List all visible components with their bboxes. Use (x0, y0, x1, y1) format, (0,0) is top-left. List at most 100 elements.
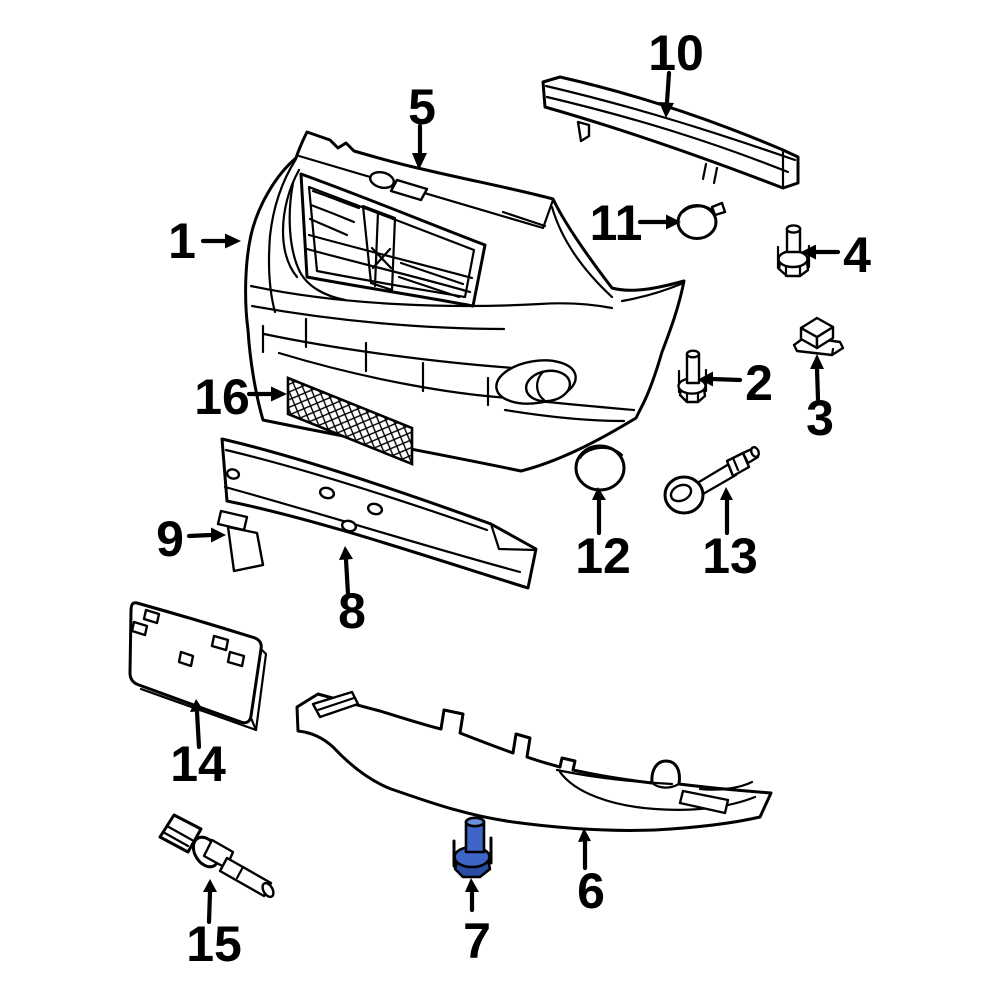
grille-slat-1 (311, 189, 361, 210)
callout-5: 5 (408, 79, 436, 170)
callout-16-arrowhead (271, 386, 287, 402)
callout-11-number[interactable]: 11 (590, 195, 643, 251)
callout-4-number[interactable]: 4 (843, 227, 871, 283)
absorber-top-fold (224, 448, 489, 532)
callout-11-arrowhead (666, 214, 681, 230)
cap-body (574, 444, 626, 492)
callout-3-arrowhead (810, 354, 824, 369)
grille-slat-4 (399, 261, 465, 286)
callout-4-arrowhead (801, 244, 816, 260)
absorber-end-step (489, 522, 538, 552)
impact-bar-fold-2 (545, 95, 790, 174)
callout-2-number[interactable]: 2 (745, 355, 773, 411)
plate-bracket-tab-1 (130, 620, 149, 637)
tow-hook-ring-hole (669, 483, 693, 503)
bolt4-flange (777, 249, 809, 269)
callout-8-number[interactable]: 8 (338, 583, 366, 639)
callout-5-arrowhead (412, 153, 427, 170)
grille-crossbar-top (307, 233, 474, 280)
part-mesh-grille-insert[interactable] (286, 376, 414, 466)
callout-8-arrow-line (343, 557, 351, 597)
sensor-probe-step (235, 865, 245, 880)
part-bracket[interactable] (216, 509, 265, 573)
callout-15-number[interactable]: 15 (186, 916, 242, 972)
callout-1-number[interactable]: 1 (168, 213, 196, 269)
part-tow-hook[interactable] (663, 446, 761, 515)
grille-opening-frame (299, 172, 487, 308)
callout-6-arrowhead (578, 828, 591, 842)
bolt2-shaft-top (685, 349, 701, 359)
callout-16: 16 (194, 369, 287, 425)
impact-bar-notch-2 (712, 166, 719, 185)
part-grille[interactable] (297, 154, 555, 308)
callout-12-arrowhead (592, 487, 606, 500)
callout-10: 10 (648, 25, 704, 118)
clip-dome-line (681, 205, 715, 214)
callout-12-number[interactable]: 12 (575, 528, 631, 584)
part-square-nut[interactable] (792, 316, 845, 357)
fog-lamp-divider-arc (536, 370, 546, 402)
part-front-bumper-cover[interactable] (244, 130, 686, 473)
callout-10-number[interactable]: 10 (648, 25, 704, 81)
callout-2: 2 (699, 355, 773, 411)
callout-7-number[interactable]: 7 (463, 913, 491, 969)
tow-hook-shaft-bottom (701, 473, 738, 496)
callout-15-arrowhead (203, 879, 217, 892)
part-bolt-2[interactable] (677, 349, 708, 404)
mesh-panel (286, 376, 414, 466)
corner-fin-fold (620, 282, 683, 303)
part-temperature-sensor[interactable] (158, 813, 276, 899)
callout-6: 6 (577, 828, 605, 919)
fascia-band-line-1 (250, 304, 506, 331)
bolt4-shaft-top (785, 224, 802, 234)
fascia-band-line-3 (277, 351, 636, 412)
valance-outline (295, 692, 773, 832)
part-lower-valance[interactable] (295, 690, 773, 832)
sensor-connector-rib-1 (165, 824, 194, 842)
callout-5-number[interactable]: 5 (408, 79, 436, 135)
grille-cross-diagonal-2 (371, 247, 392, 270)
tow-hook-shaft-top (697, 462, 731, 484)
sensor-probe-tip (261, 881, 275, 899)
nut-plate-fold (830, 347, 835, 357)
callout-2-arrowhead (699, 371, 713, 387)
part-upper-impact-bar[interactable] (541, 75, 800, 190)
crease-under-grille (249, 284, 614, 310)
bracket-lower-plate (226, 525, 265, 573)
callout-3: 3 (806, 354, 834, 446)
callout-9-number[interactable]: 9 (156, 511, 184, 567)
part-bolt-highlighted[interactable] (452, 816, 493, 879)
callout-16-number[interactable]: 16 (194, 369, 250, 425)
fog-lamp-opening (495, 359, 577, 405)
grille-slat-3 (308, 217, 349, 237)
absorber-hole-2 (318, 486, 336, 500)
callout-15: 15 (186, 879, 242, 972)
grille-slat-2 (309, 203, 356, 224)
callout-9-arrow-line (186, 532, 214, 539)
absorber-hole-1 (225, 468, 241, 480)
lower-edge-double-line (503, 408, 626, 423)
callout-1-arrowhead (225, 233, 241, 249)
sensor-probe (218, 856, 273, 898)
callout-13-number[interactable]: 13 (702, 528, 758, 584)
callout-15-arrow-line (206, 889, 213, 925)
callout-14-arrow-line (194, 709, 202, 750)
callout-6-number[interactable]: 6 (577, 863, 605, 919)
absorber-hole-4 (340, 519, 358, 533)
callout-3-number[interactable]: 3 (806, 390, 834, 446)
impact-bar-tab (576, 120, 591, 143)
callout-9-arrowhead (211, 527, 226, 543)
part-lower-impact-absorber[interactable] (220, 437, 538, 590)
callout-13: 13 (702, 487, 758, 584)
part-round-cap[interactable] (574, 444, 626, 492)
grille-opening-frame-inner (307, 185, 476, 299)
callout-2-arrow-line (709, 376, 743, 383)
part-bolt-4[interactable] (776, 224, 811, 278)
plate-bracket-edge-right (249, 647, 268, 732)
plate-bracket-tab-5 (177, 650, 195, 668)
callout-14-number[interactable]: 14 (170, 736, 226, 792)
callout-1: 1 (168, 213, 241, 269)
callout-10-arrow-line (664, 70, 672, 105)
